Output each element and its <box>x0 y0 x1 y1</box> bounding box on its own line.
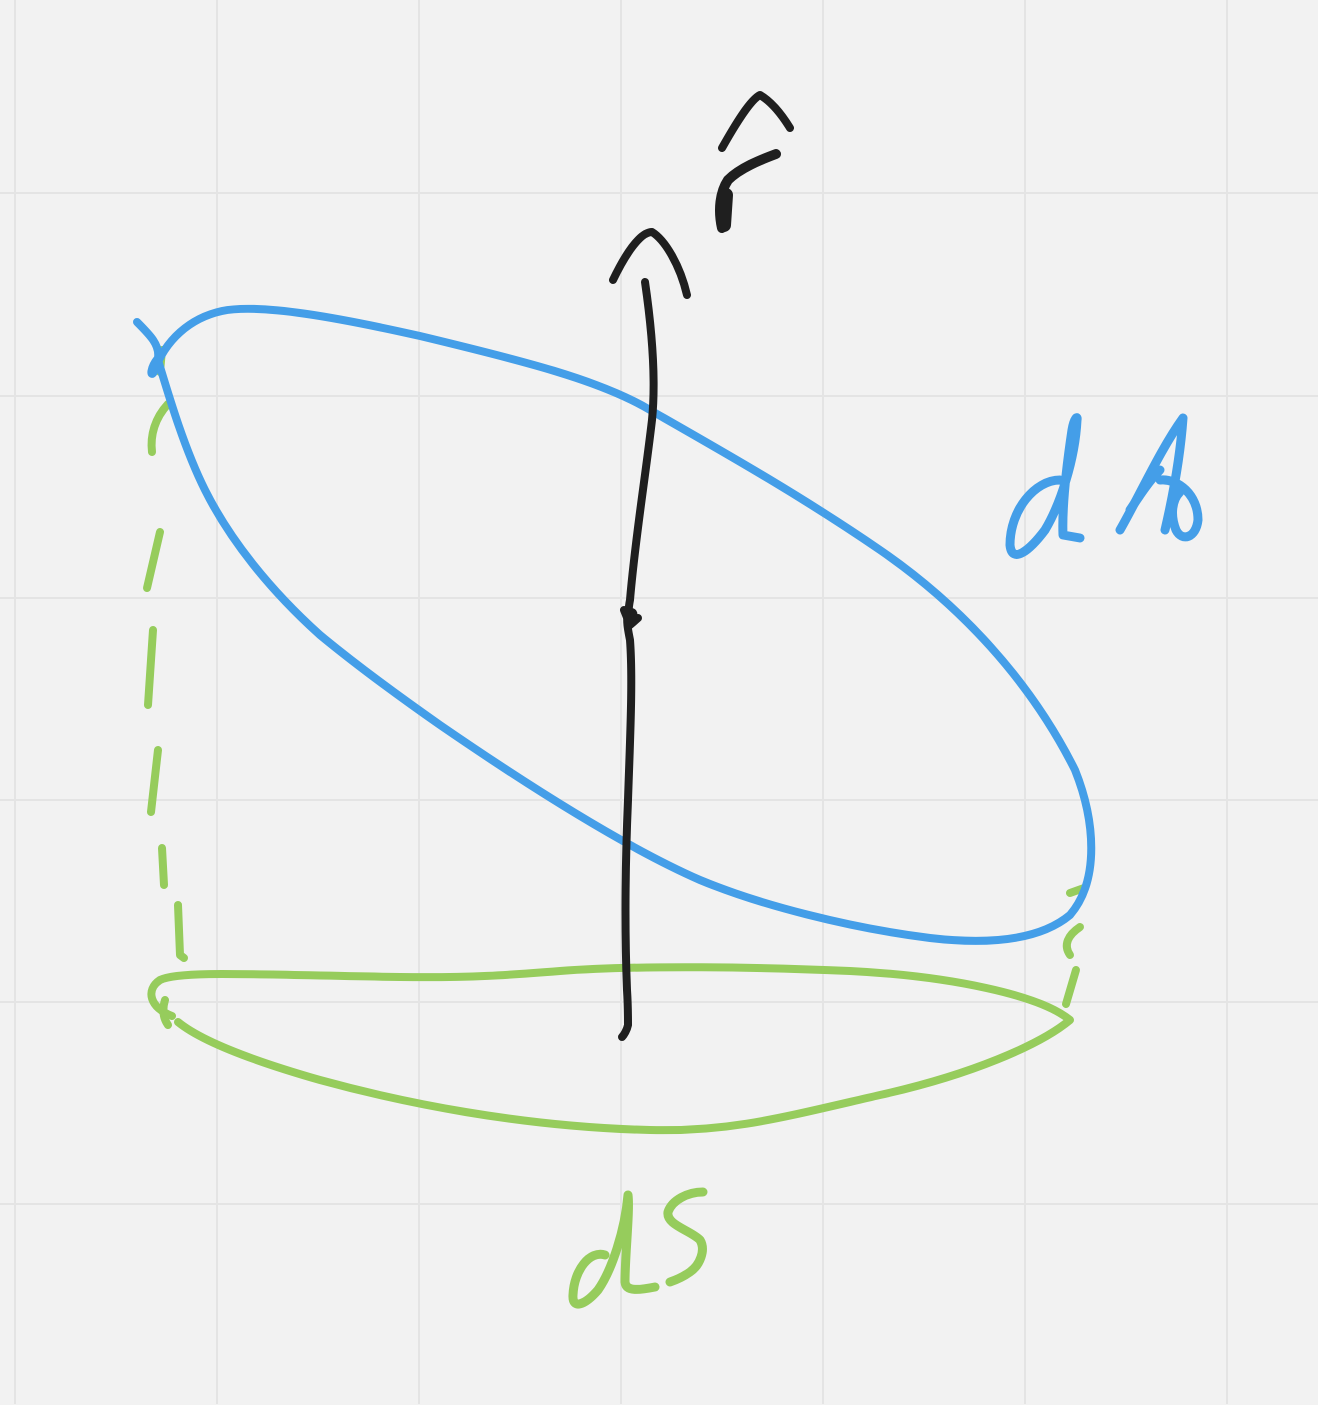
tilted-area-ellipse <box>133 304 1096 945</box>
projected-area-ellipse <box>147 963 1074 1135</box>
normal-vector-label <box>715 91 794 233</box>
projected-area-label <box>568 1187 708 1309</box>
projection-lines <box>143 346 1088 1008</box>
tilted-area-label <box>1005 413 1203 559</box>
normal-vector <box>609 228 691 1041</box>
